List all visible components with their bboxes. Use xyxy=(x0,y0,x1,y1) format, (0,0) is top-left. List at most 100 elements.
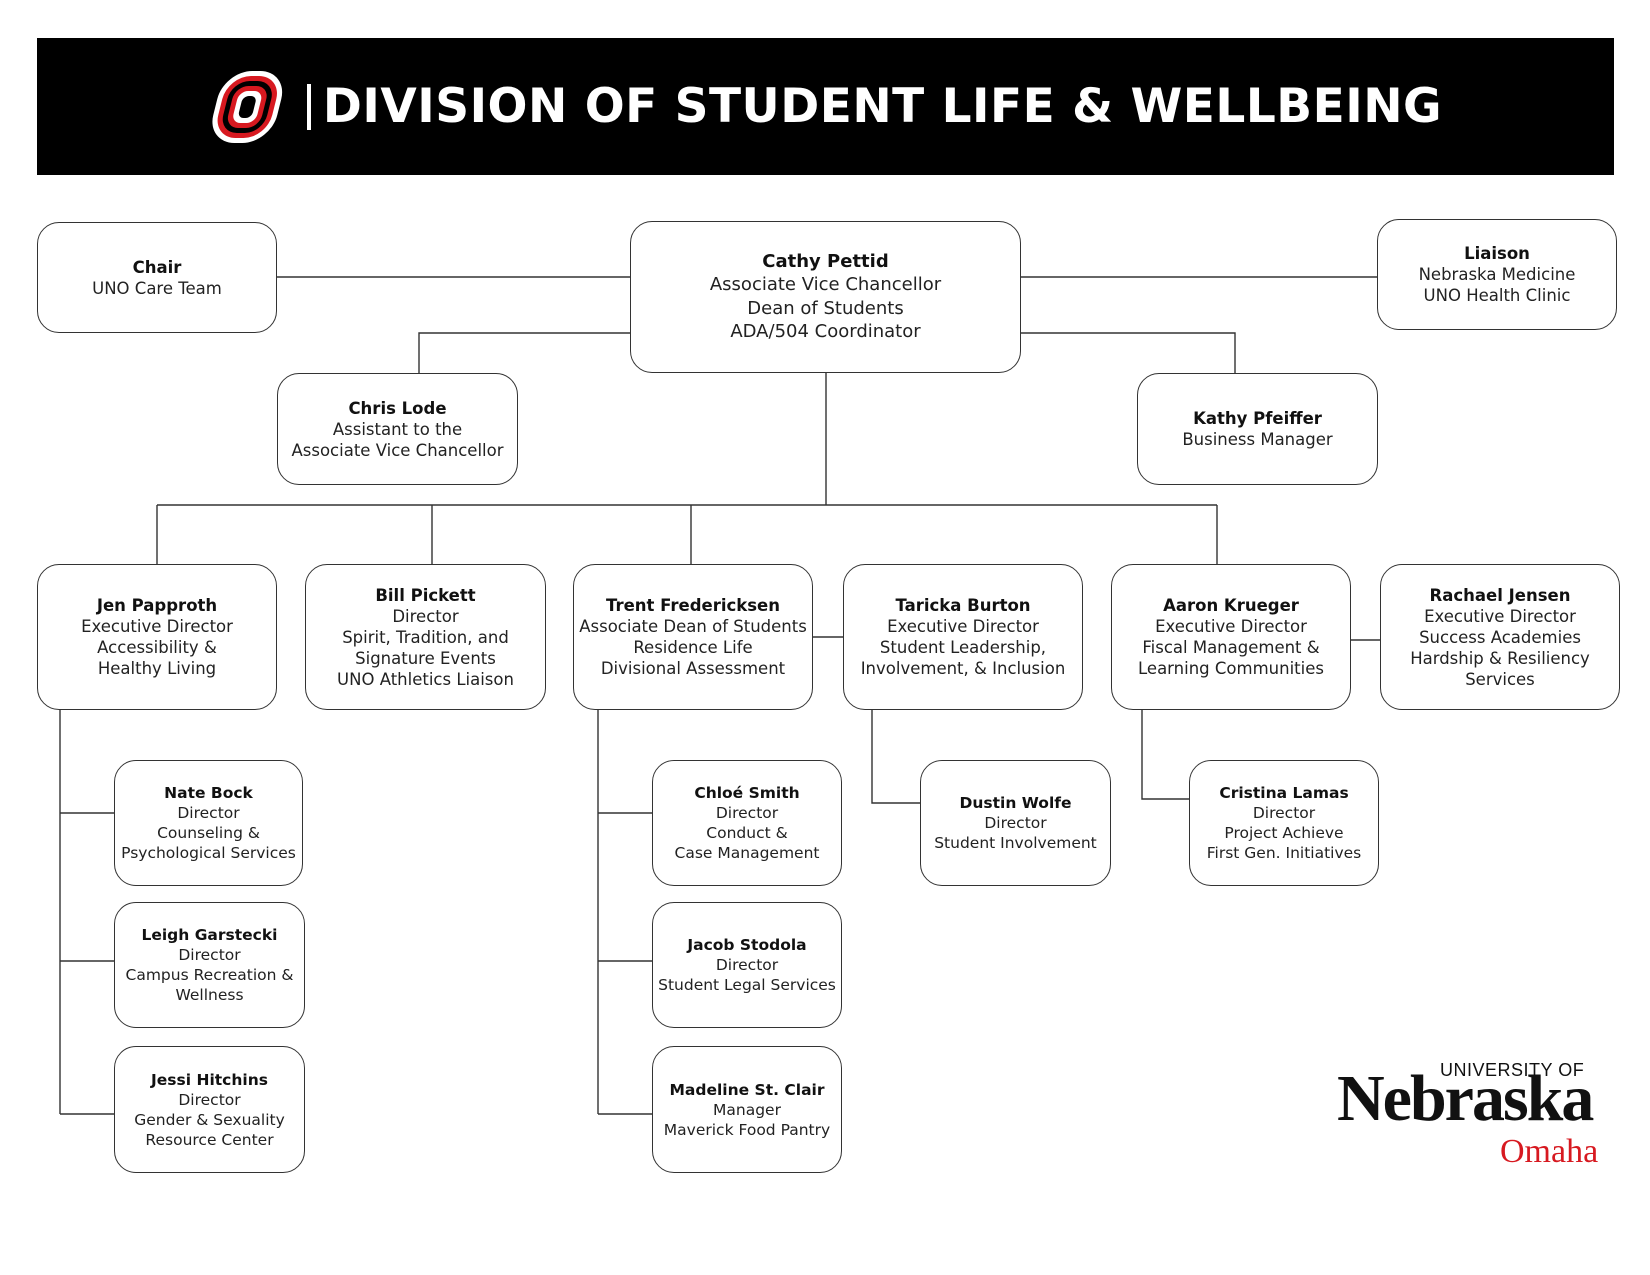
connector-avc-business xyxy=(1021,332,1236,373)
node-line: Director xyxy=(715,956,779,974)
node-line: Executive Director xyxy=(887,617,1039,636)
node-madeline: Madeline St. Clair Manager Maverick Food… xyxy=(652,1046,842,1173)
node-dustin: Dustin Wolfe Director Student Involvemen… xyxy=(920,760,1111,886)
node-line: Student Involvement xyxy=(934,834,1097,852)
node-line: Manager xyxy=(713,1100,781,1119)
node-line: Counseling & xyxy=(157,824,260,842)
node-line: Director xyxy=(178,946,241,964)
node-jen: Jen Papproth Executive Director Accessib… xyxy=(37,564,277,710)
node-name: Trent Fredericksen xyxy=(606,596,780,615)
node-line: Director xyxy=(984,814,1047,832)
node-cristina: Cristina Lamas Director Project Achieve … xyxy=(1189,760,1379,886)
node-chloe: Chloé Smith Director Conduct & Case Mana… xyxy=(652,760,842,886)
node-line: Director xyxy=(177,804,240,822)
node-jacob: Jacob Stodola Director Student Legal Ser… xyxy=(652,902,842,1028)
node-line: Director xyxy=(1252,804,1316,822)
node-line: Director xyxy=(178,1090,241,1109)
node-liaison: Liaison Nebraska Medicine UNO Health Cli… xyxy=(1377,219,1617,330)
node-line: Nebraska Medicine xyxy=(1418,265,1576,284)
wordmark-nebraska: Nebraska xyxy=(1337,1062,1594,1135)
node-line: Success Academies xyxy=(1419,627,1581,647)
node-business-manager: Kathy Pfeiffer Business Manager xyxy=(1137,373,1378,485)
node-name: Jen Papproth xyxy=(96,596,218,615)
header-content: DIVISION OF STUDENT LIFE & WELLBEING xyxy=(209,68,1442,146)
node-name: Nate Bock xyxy=(164,784,253,802)
node-line: UNO Health Clinic xyxy=(1423,286,1571,305)
node-line: Associate Dean of Students xyxy=(579,617,807,636)
node-name: Cathy Pettid xyxy=(762,251,889,273)
node-nate: Nate Bock Director Counseling & Psycholo… xyxy=(114,760,303,886)
node-line: Executive Director xyxy=(1424,606,1576,626)
node-line: Campus Recreation & xyxy=(125,966,294,984)
node-line: Services xyxy=(1465,669,1535,689)
node-aaron: Aaron Krueger Executive Director Fiscal … xyxy=(1111,564,1351,710)
node-name: Bill Pickett xyxy=(375,585,476,605)
node-line: Psychological Services xyxy=(121,844,296,862)
node-line: Student Legal Services xyxy=(658,976,836,994)
connector-avc-assistant xyxy=(418,332,630,373)
node-trent: Trent Fredericksen Associate Dean of Stu… xyxy=(573,564,813,710)
node-line: Fiscal Management & xyxy=(1142,638,1320,657)
connector-taricka-dustin xyxy=(871,710,920,804)
node-line: Learning Communities xyxy=(1138,659,1324,678)
node-line: Project Achieve xyxy=(1224,824,1344,842)
node-line: ADA/504 Coordinator xyxy=(730,321,921,343)
node-line: Accessibility & xyxy=(97,638,217,657)
wordmark-omaha: Omaha xyxy=(1500,1133,1599,1170)
node-line: Executive Director xyxy=(81,617,233,636)
node-name: Chloé Smith xyxy=(694,784,800,802)
node-line: First Gen. Initiatives xyxy=(1206,844,1362,862)
uno-o-logo-icon xyxy=(212,70,282,143)
node-name: Kathy Pfeiffer xyxy=(1193,409,1322,428)
node-taricka: Taricka Burton Executive Director Studen… xyxy=(843,564,1083,710)
node-line: Business Manager xyxy=(1182,430,1333,449)
wordmark-university-of: UNIVERSITY OF xyxy=(1440,1060,1585,1080)
node-name: Cristina Lamas xyxy=(1219,784,1349,802)
header-banner: DIVISION OF STUDENT LIFE & WELLBEING xyxy=(37,38,1614,175)
connector-aaron-cristina xyxy=(1141,710,1189,800)
node-avc: Cathy Pettid Associate Vice Chancellor D… xyxy=(630,221,1021,373)
node-line: Resource Center xyxy=(145,1130,274,1149)
node-line: Residence Life xyxy=(633,638,753,657)
node-name: Chair xyxy=(132,257,182,277)
node-name: Jacob Stodola xyxy=(687,936,807,954)
node-line: Wellness xyxy=(175,986,244,1004)
node-rachael: Rachael Jensen Executive Director Succes… xyxy=(1380,564,1620,710)
node-line: Divisional Assessment xyxy=(600,659,786,678)
node-line: Spirit, Tradition, and xyxy=(342,627,509,647)
node-name: Liaison xyxy=(1464,244,1530,263)
node-line: Maverick Food Pantry xyxy=(663,1120,831,1139)
node-assistant: Chris Lode Assistant to the Associate Vi… xyxy=(277,373,518,485)
node-name: Dustin Wolfe xyxy=(959,794,1072,812)
node-line: Signature Events xyxy=(355,648,496,668)
node-name: Chris Lode xyxy=(348,398,447,418)
node-name: Taricka Burton xyxy=(895,596,1031,615)
page-title: DIVISION OF STUDENT LIFE & WELLBEING xyxy=(322,79,1443,134)
node-line: Director xyxy=(715,804,779,822)
node-line: Associate Vice Chancellor xyxy=(709,274,942,296)
node-line: Dean of Students xyxy=(747,297,904,319)
header-separator xyxy=(306,83,311,130)
node-line: Hardship & Resiliency xyxy=(1410,648,1590,668)
node-line: Gender & Sexuality xyxy=(134,1110,285,1129)
node-line: Involvement, & Inclusion xyxy=(860,659,1066,678)
node-line: UNO Athletics Liaison xyxy=(337,669,514,689)
node-line: Student Leadership, xyxy=(879,638,1047,657)
node-name: Aaron Krueger xyxy=(1163,596,1299,615)
node-leigh: Leigh Garstecki Director Campus Recreati… xyxy=(114,902,305,1028)
node-line: Assistant to the xyxy=(332,419,463,439)
node-line: Healthy Living xyxy=(97,659,217,678)
node-bill: Bill Pickett Director Spirit, Tradition,… xyxy=(305,564,546,710)
node-chair: Chair UNO Care Team xyxy=(37,222,277,333)
node-name: Madeline St. Clair xyxy=(669,1080,825,1099)
node-name: Leigh Garstecki xyxy=(141,926,278,944)
node-name: Rachael Jensen xyxy=(1429,585,1571,605)
node-jessi: Jessi Hitchins Director Gender & Sexuali… xyxy=(114,1046,305,1173)
node-line: UNO Care Team xyxy=(92,278,222,298)
node-line: Case Management xyxy=(674,844,820,862)
node-line: Conduct & xyxy=(706,824,788,842)
node-line: Executive Director xyxy=(1155,617,1307,636)
node-line: Director xyxy=(392,606,459,626)
node-line: Associate Vice Chancellor xyxy=(291,440,504,460)
node-name: Jessi Hitchins xyxy=(151,1070,268,1089)
